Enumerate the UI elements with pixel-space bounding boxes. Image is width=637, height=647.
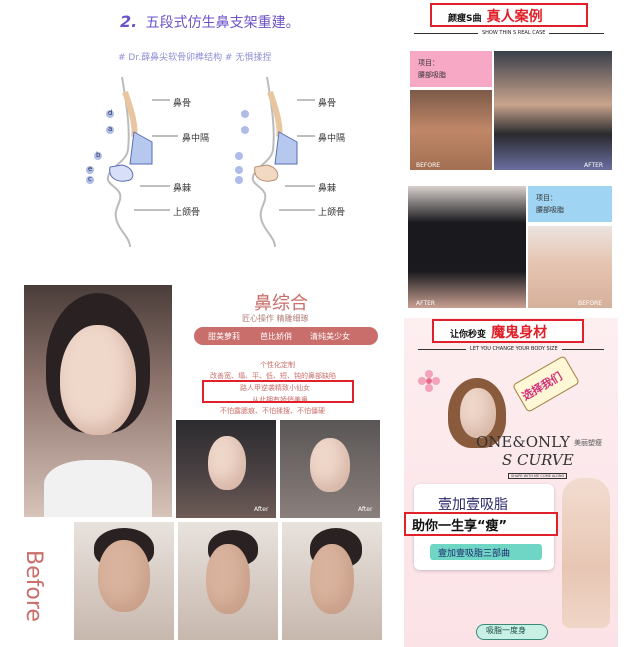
tip-cartilage-left (109, 164, 134, 182)
letter-b: b (96, 151, 101, 159)
after-tag-1: AFTER (584, 162, 604, 169)
brand-tiny: SHAPE WITH ME COME ALONG (508, 473, 568, 479)
copy-line-3: 路人甲逆袭精致小仙女 (240, 384, 310, 392)
letter-e: e (88, 165, 93, 173)
before-body-photo-2: BEFORE (528, 226, 612, 308)
card-subtitle: 壹加壹吸脂三部曲 (438, 549, 511, 559)
nose-bone-label-right: 鼻骨 (318, 99, 337, 109)
spine-label-right: 鼻棘 (318, 184, 337, 194)
face-profile-left (106, 76, 131, 247)
nose-diagram-left (86, 76, 178, 247)
heading-text: 五段式仿生鼻支架重建。 (145, 15, 300, 31)
brand-sub: 美丽塑瘦 (574, 439, 602, 447)
project-value-1: 腰部吸脂 (418, 71, 446, 79)
thin-case-subtitle: SHOW THIN S REAL CASE (478, 30, 550, 36)
project-label-1: 项目： (418, 59, 439, 67)
project-value-2: 腰部吸脂 (536, 206, 564, 214)
after-photo-2: After (280, 420, 380, 518)
nose-tagline: # Dr.薛鼻尖软骨卯榫结构 # 无惧揉捏 (118, 53, 272, 63)
body-figure (562, 478, 610, 628)
maxilla-label-left: 上颌骨 (173, 208, 201, 218)
thin-case-title-highlight: 真人案例 (486, 9, 543, 25)
nose-diagram-right (235, 76, 315, 247)
tip-cartilage-right (254, 164, 279, 182)
style-bar (194, 327, 378, 345)
letter-d: d (108, 109, 113, 117)
brand-line-2: S CURVE (502, 451, 574, 469)
nose-combo-title: 鼻综合 (254, 293, 308, 314)
nose-combo-section: 鼻综合 匠心操作 精雕细琢 甜美萝莉 芭比娇俏 清纯美少女 个性化定制 改善宽、… (21, 285, 384, 647)
face-profile-right (251, 76, 276, 247)
spine-label-left: 鼻棘 (173, 184, 192, 194)
project-card-1: 项目： 腰部吸脂 (410, 51, 492, 87)
project-card-2: 项目： 腰部吸脂 (528, 186, 612, 222)
after-label-2: After (358, 506, 373, 513)
card-tagline: 助你一生享“瘦” (412, 519, 508, 534)
heading-number: 2. (120, 12, 138, 31)
after-tag-2: AFTER (416, 300, 436, 307)
devil-title: 让你秒变 魔鬼身材 (450, 322, 547, 342)
devil-title-prefix: 让你秒变 (450, 330, 487, 340)
before-text: Before (21, 550, 46, 622)
devil-title-highlight: 魔鬼身材 (491, 325, 548, 341)
after-photo-1: After (176, 420, 276, 518)
thin-case-section: 颜瘦S曲 真人案例 SHOW THIN S REAL CASE 项目： 腰部吸脂… (404, 0, 618, 315)
devil-subtitle: LET YOU CHANGE YOUR BODY SIZE (466, 346, 562, 352)
septum-label-left: 鼻中隔 (182, 134, 210, 144)
septum-label-right: 鼻中隔 (318, 134, 346, 144)
card-tagline-box (404, 512, 558, 536)
copy-line-4: 从此拥有娇俏美鼻 (252, 396, 308, 404)
model-figure (448, 378, 508, 464)
flower-icon (418, 370, 440, 392)
before-photo-1 (74, 522, 174, 640)
style-3: 清纯美少女 (310, 332, 350, 341)
copy-line-1: 个性化定制 (260, 361, 295, 369)
after-body-photo-1: AFTER (494, 51, 612, 170)
septum-right (274, 131, 298, 165)
before-photo-3 (282, 522, 382, 640)
devil-section: 让你秒变 魔鬼身材 LET YOU CHANGE YOUR BODY SIZE … (404, 318, 618, 647)
brand-line-1: ONE&ONLY (476, 433, 571, 451)
before-body-photo-1: BEFORE (410, 90, 492, 170)
nose-combo-subtitle: 匠心操作 精雕细琢 (242, 314, 309, 323)
maxilla-label-right: 上颌骨 (318, 208, 346, 218)
project-label-2: 项目： (536, 194, 557, 202)
septum-left (129, 131, 153, 165)
copy-line-2: 改善宽、塌、平、低、短、钝的鼻部缺陷 (210, 372, 336, 380)
after-label-1: After (254, 506, 269, 513)
devil-title-box (432, 319, 584, 343)
before-photo-2 (178, 522, 278, 640)
nose-heading: 2. 五段式仿生鼻支架重建。 (120, 12, 300, 32)
thin-case-title-prefix: 颜瘦S曲 (448, 14, 482, 24)
nose-bone-label-left: 鼻骨 (173, 99, 192, 109)
card-title: 壹加壹吸脂 (438, 497, 508, 513)
bottom-button[interactable] (476, 624, 548, 640)
card-subtitle-bar (430, 544, 542, 560)
letter-a: a (108, 125, 113, 133)
letter-c: c (88, 175, 92, 183)
style-2: 芭比娇俏 (260, 332, 292, 341)
style-1: 甜美萝莉 (208, 332, 240, 341)
bottom-button-label: 吸脂一度身 (486, 626, 526, 635)
thin-case-title: 颜瘦S曲 真人案例 (448, 6, 543, 26)
before-tag-2: BEFORE (578, 300, 603, 307)
nose-section: 2. 五段式仿生鼻支架重建。 # Dr.薛鼻尖软骨卯榫结构 # 无惧揉捏 鼻骨 … (20, 0, 380, 255)
after-body-photo-2: AFTER (408, 186, 526, 308)
portrait-photo (24, 285, 172, 517)
thin-case-title-box (430, 3, 588, 27)
highlight-box (202, 380, 354, 403)
before-tag-1: BEFORE (416, 162, 441, 169)
copy-line-5: 不怕露腮痕、不怕揉搜、不怕僵硬 (220, 407, 325, 415)
